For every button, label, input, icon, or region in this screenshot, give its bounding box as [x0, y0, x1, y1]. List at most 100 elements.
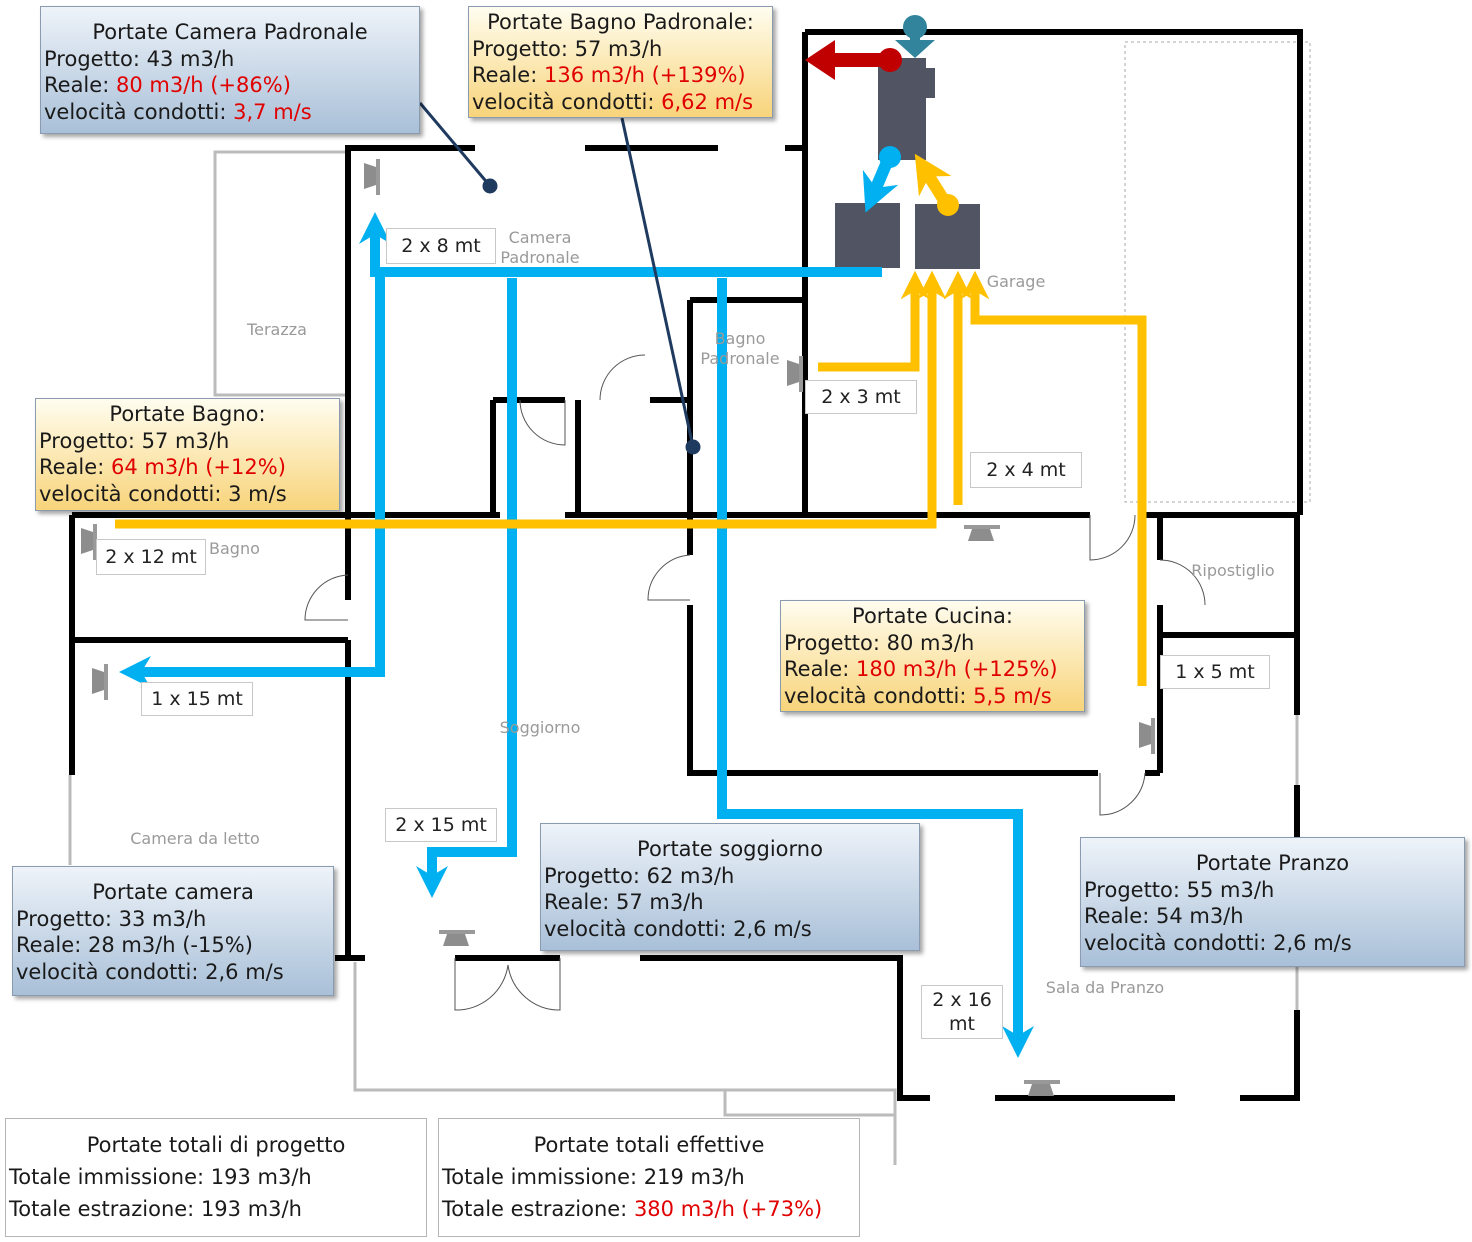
label: velocità condotti:: [16, 959, 199, 984]
room-label-camera-da-letto: Camera da letto: [130, 829, 260, 848]
value: 55 m3/h: [1186, 877, 1275, 902]
info-reale: Reale: 54 m3/h: [1084, 903, 1461, 930]
totals-immissione: Totale immissione: 219 m3/h: [442, 1161, 856, 1193]
label: Reale:: [544, 890, 610, 914]
label: velocità condotti:: [544, 916, 727, 941]
label: Totale estrazione:: [9, 1197, 195, 1221]
terrace-outline: [68, 41, 1311, 1165]
info-box-bagno: Portate Bagno: Progetto: 57 m3/h Reale: …: [35, 398, 340, 511]
totals-progetto: Portate totali di progetto Totale immiss…: [5, 1118, 427, 1237]
info-title: Portate Bagno Padronale:: [487, 10, 754, 34]
ventilation-unit: [835, 58, 980, 269]
callout-pointers: [418, 102, 701, 455]
value: 62 m3/h: [646, 863, 735, 888]
duct-length-bagno-padronale: 2 x 3 mt: [805, 380, 917, 414]
info-velocita: velocità condotti: 3,7 m/s: [44, 99, 416, 126]
label: Totale estrazione:: [442, 1197, 628, 1221]
duct-length-ripostiglio: 1 x 5 mt: [1160, 655, 1270, 689]
value: 57 m3/h: [615, 890, 704, 914]
totals-title: Portate totali effettive: [533, 1133, 765, 1157]
info-title: Portate camera: [92, 880, 254, 904]
room-label-ripostiglio: Ripostiglio: [1191, 561, 1275, 580]
value: 2,6 m/s: [1273, 930, 1352, 955]
label: Progetto:: [472, 36, 568, 61]
value: 57 m3/h: [574, 36, 663, 61]
totals-estrazione: Totale estrazione: 193 m3/h: [9, 1193, 423, 1225]
value: 3 m/s: [228, 481, 287, 506]
label: Reale:: [39, 455, 105, 479]
value: 64 m3/h (+12%): [110, 455, 286, 479]
label: Progetto:: [39, 428, 135, 453]
info-box-cucina: Portate Cucina: Progetto: 80 m3/h Reale:…: [780, 600, 1085, 712]
value: 136 m3/h (+139%): [543, 63, 746, 87]
duct-length-pranzo: 2 x 16 mt: [921, 985, 1003, 1039]
info-velocita: velocità condotti: 2,6 m/s: [16, 959, 330, 986]
info-velocita: velocità condotti: 5,5 m/s: [784, 683, 1081, 710]
value: 28 m3/h (-15%): [87, 933, 253, 957]
room-label-line: Camera: [508, 228, 572, 247]
label: Reale:: [784, 657, 850, 681]
duct-length-bagno: 2 x 12 mt: [96, 539, 206, 575]
totals-immissione: Totale immissione: 193 m3/h: [9, 1161, 423, 1193]
info-box-camera: Portate camera Progetto: 33 m3/h Reale: …: [12, 866, 334, 996]
doors: [304, 354, 1206, 1011]
info-velocita: velocità condotti: 3 m/s: [39, 481, 336, 508]
info-progetto: Progetto: 80 m3/h: [784, 630, 1081, 657]
supply-plenum: [835, 203, 900, 268]
info-velocita: velocità condotti: 2,6 m/s: [544, 916, 916, 943]
info-progetto: Progetto: 57 m3/h: [39, 428, 336, 455]
totals-title: Portate totali di progetto: [86, 1133, 346, 1157]
info-reale: Reale: 57 m3/h: [544, 889, 916, 916]
label: velocità condotti:: [1084, 930, 1267, 955]
info-reale: Reale: 136 m3/h (+139%): [472, 62, 769, 89]
label: Progetto:: [44, 46, 140, 71]
info-progetto: Progetto: 55 m3/h: [1084, 877, 1461, 904]
info-progetto: Progetto: 57 m3/h: [472, 36, 769, 63]
duct-length-cucina: 2 x 4 mt: [970, 452, 1082, 488]
value: 219 m3/h: [643, 1165, 745, 1189]
duct-length-camera-padronale: 2 x 8 mt: [386, 228, 496, 264]
room-label-garage: Garage: [986, 272, 1046, 291]
info-velocita: velocità condotti: 6,62 m/s: [472, 89, 769, 116]
info-box-bagno-padronale: Portate Bagno Padronale: Progetto: 57 m3…: [468, 6, 773, 118]
label: Totale immissione:: [442, 1165, 638, 1189]
value: 80 m3/h (+86%): [115, 73, 291, 97]
info-title: Portate Pranzo: [1195, 851, 1350, 875]
label: Progetto:: [784, 630, 880, 655]
room-label-soggiorno: Soggiorno: [499, 718, 581, 737]
info-title: Portate Camera Padronale: [92, 20, 368, 44]
room-label-line: Padronale: [700, 349, 780, 368]
info-progetto: Progetto: 43 m3/h: [44, 46, 416, 73]
info-reale: Reale: 180 m3/h (+125%): [784, 656, 1081, 683]
label: Progetto:: [544, 863, 640, 888]
supply-ducts: [118, 211, 1035, 1059]
value: 57 m3/h: [141, 428, 230, 453]
label: velocità condotti:: [472, 89, 655, 114]
value: 80 m3/h: [886, 630, 975, 655]
value: 6,62 m/s: [661, 89, 754, 114]
value: 2,6 m/s: [733, 916, 812, 941]
value: 193 m3/h: [200, 1197, 302, 1221]
duct-length-soggiorno: 2 x 15 mt: [385, 808, 497, 842]
info-title: Portate Cucina:: [852, 604, 1013, 628]
label: Reale:: [1084, 904, 1150, 928]
value: 380 m3/h (+73%): [633, 1197, 823, 1221]
info-box-pranzo: Portate Pranzo Progetto: 55 m3/h Reale: …: [1080, 837, 1465, 967]
label: Reale:: [472, 63, 538, 87]
totals-effettive: Portate totali effettive Totale immissio…: [438, 1118, 860, 1237]
label: Reale:: [44, 73, 110, 97]
label: Progetto:: [16, 906, 112, 931]
info-box-soggiorno: Portate soggiorno Progetto: 62 m3/h Real…: [540, 823, 920, 951]
room-label-line: Padronale: [500, 248, 580, 267]
info-progetto: Progetto: 33 m3/h: [16, 906, 330, 933]
info-title: Portate Bagno:: [109, 402, 266, 426]
room-label-bagno: Bagno: [209, 539, 260, 558]
info-box-camera-padronale: Portate Camera Padronale Progetto: 43 m3…: [40, 6, 420, 134]
label: Totale immissione:: [9, 1165, 205, 1189]
unit-connections: [805, 15, 959, 216]
room-label-sala-da-pranzo: Sala da Pranzo: [1045, 978, 1165, 997]
value: 5,5 m/s: [973, 683, 1052, 708]
